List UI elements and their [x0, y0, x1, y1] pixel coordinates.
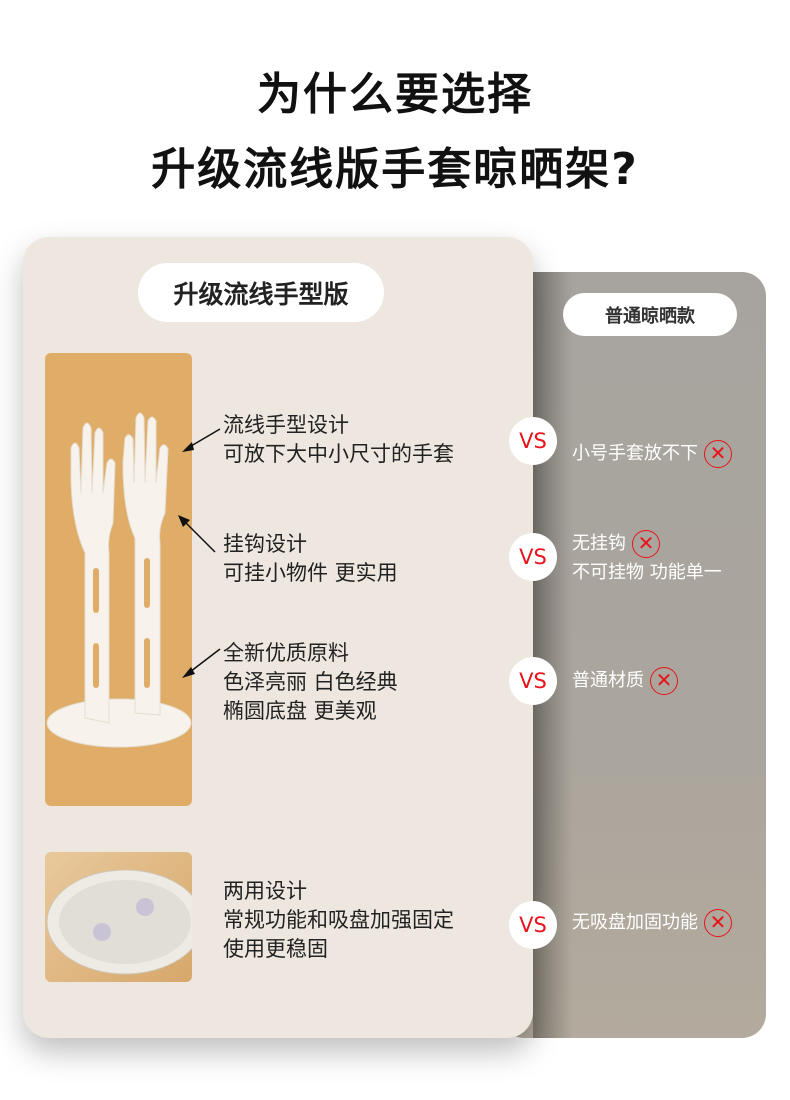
suction-base-photo: [45, 852, 192, 982]
arrow-icon: [178, 515, 216, 553]
con-3: 普通材质 ✕: [572, 666, 678, 695]
title-line-1: 为什么要选择: [257, 69, 533, 120]
x-circle-icon: ✕: [632, 530, 660, 558]
con-text: 小号手套放不下: [572, 443, 698, 464]
feature-text: 色泽亮丽 白色经典: [223, 670, 398, 694]
arrow-icon: [182, 648, 221, 678]
con-text: 不可挂物 功能单一: [572, 562, 722, 583]
feature-text: 挂钩设计: [223, 532, 307, 556]
vs-badge: VS: [509, 657, 557, 705]
con-text: 普通材质: [572, 670, 644, 691]
feature-text: 常规功能和吸盘加强固定: [223, 908, 454, 932]
upgraded-badge: 升级流线手型版: [138, 263, 384, 322]
feature-text: 可挂小物件 更实用: [223, 561, 398, 585]
feature-text: 流线手型设计: [223, 413, 349, 437]
vs-badge: VS: [509, 901, 557, 949]
con-2: 无挂钩 ✕ 不可挂物 功能单一: [572, 529, 722, 587]
feature-1: 流线手型设计 可放下大中小尺寸的手套: [223, 411, 454, 469]
feature-text: 可放下大中小尺寸的手套: [223, 442, 454, 466]
glove-rack-photo: [45, 353, 192, 806]
vs-badge: VS: [509, 533, 557, 581]
con-text: 无吸盘加固功能: [572, 912, 698, 933]
feature-4: 两用设计 常规功能和吸盘加强固定 使用更稳固: [223, 877, 454, 964]
title-line-2: 升级流线版手套晾晒架?: [151, 144, 639, 195]
arrow-icon: [182, 428, 221, 452]
feature-text: 全新优质原料: [223, 641, 349, 665]
feature-text: 椭圆底盘 更美观: [223, 699, 377, 723]
feature-2: 挂钩设计 可挂小物件 更实用: [223, 530, 398, 588]
ordinary-badge: 普通晾晒款: [563, 293, 737, 336]
vs-badge: VS: [509, 417, 557, 465]
feature-3: 全新优质原料 色泽亮丽 白色经典 椭圆底盘 更美观: [223, 639, 398, 726]
feature-text: 两用设计: [223, 879, 307, 903]
x-circle-icon: ✕: [704, 909, 732, 937]
x-circle-icon: ✕: [650, 667, 678, 695]
con-4: 无吸盘加固功能 ✕: [572, 908, 732, 937]
feature-text: 使用更稳固: [223, 937, 328, 961]
con-text: 无挂钩: [572, 533, 626, 554]
x-circle-icon: ✕: [704, 440, 732, 468]
con-1: 小号手套放不下 ✕: [572, 439, 732, 468]
